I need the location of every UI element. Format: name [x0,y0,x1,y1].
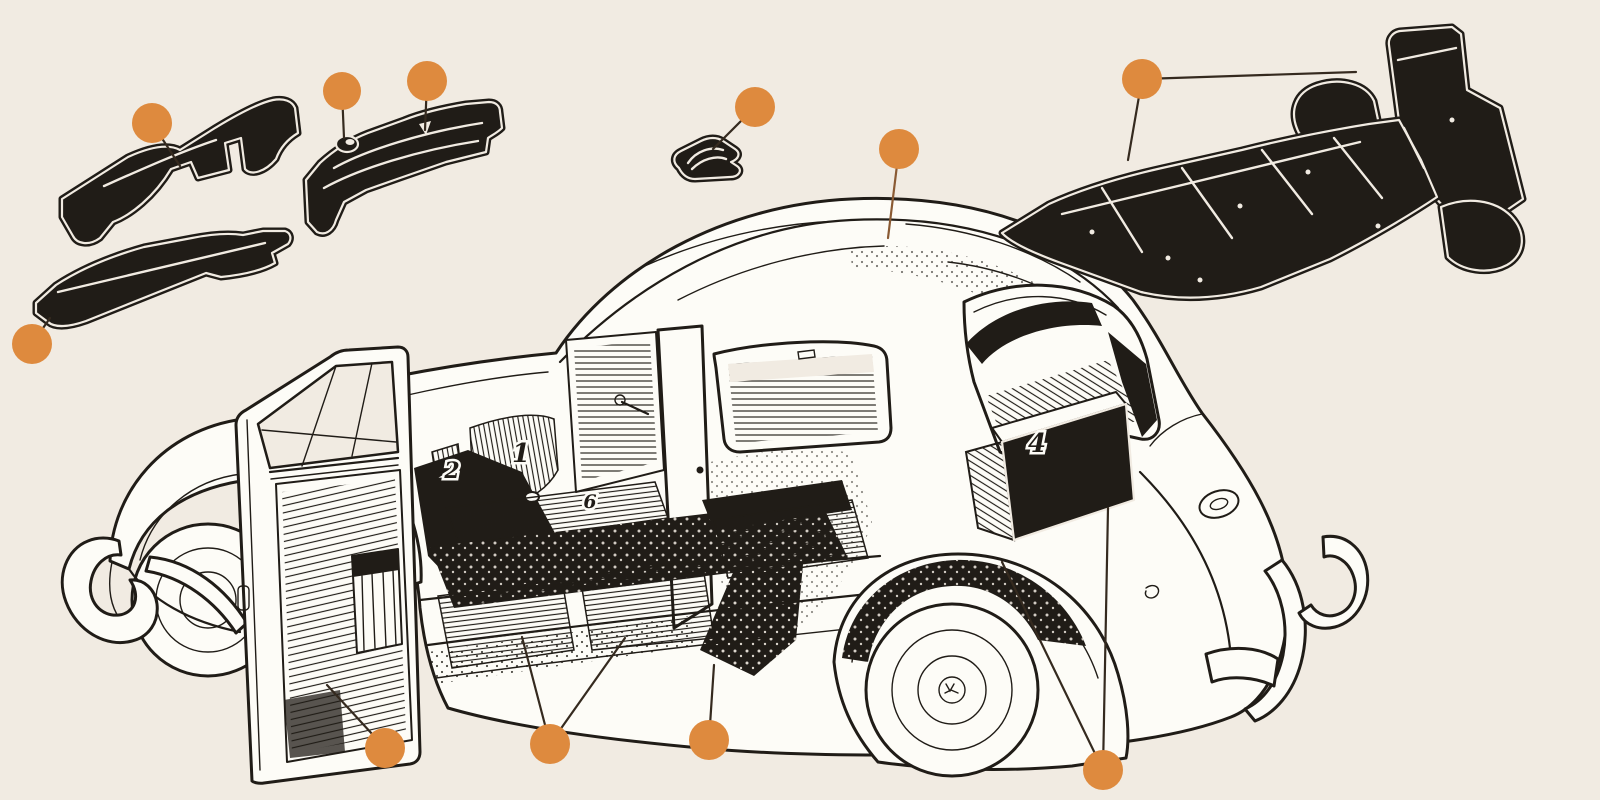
part-main-floor-carpet [1002,27,1523,298]
callout-marker-mounting-clip[interactable] [735,87,775,127]
callout-marker-rear-floor-mat[interactable] [12,324,52,364]
callout-marker-door-panel[interactable] [365,728,405,768]
part-number-4: 4 [1028,429,1046,459]
door-window [256,360,400,470]
callout-marker-rear-quarter-insulation[interactable] [1083,750,1123,790]
callout-marker-bulkhead-panel[interactable] [407,61,447,101]
rear-bumper [1204,534,1370,723]
floor [418,480,895,684]
callout-marker-main-floor-carpet[interactable] [1122,59,1162,99]
seat-back-board [964,391,1136,542]
quarter-window [712,340,893,454]
part-rear-floor-mat [36,231,290,326]
callout-marker-floor-mats[interactable] [530,724,570,764]
heel-band [428,616,696,684]
part-mounting-clip [674,138,740,179]
inner-rear-panel [565,331,665,493]
part-front-floor-mat [62,99,298,243]
vw-hubcap-logo [944,683,959,694]
open-door [234,345,422,785]
front-bumper-guard [60,536,159,644]
rear-fender-wheel [832,552,1130,778]
window-crank [614,394,626,406]
part-grommet [334,134,360,154]
leader-line-rear-quarter-insulation [1000,560,1105,772]
taillight [1198,489,1240,519]
exploded-parts [36,27,1523,326]
callout-marker-roof-insulation[interactable] [879,129,919,169]
callout-marker-front-floor-mat[interactable] [132,103,172,143]
part-number-1: 1 [512,439,530,469]
front-bumper-blade [144,555,249,635]
front-mat-strip [444,481,670,548]
car-illustration [60,196,1370,785]
leader-line-main-floor-carpet [1140,70,1358,81]
part-number-2: 2 [443,458,459,484]
rear-deck [1138,413,1240,650]
part-bulkhead-panel [306,102,502,233]
part-number-labels: 1 2 6 4 [441,427,1049,516]
leader-line-floor-mats [548,636,627,746]
callout-marker-grommet[interactable] [323,72,361,110]
callout-marker-quarter-panel-pad[interactable] [689,720,729,760]
leader-line-rear-quarter-insulation [1101,506,1110,772]
callout-layer [12,59,1358,790]
part-number-6: 6 [583,491,596,513]
door-pocket [351,548,403,654]
headliner-insulation [966,301,1102,364]
door-hinge-slot [237,585,250,611]
